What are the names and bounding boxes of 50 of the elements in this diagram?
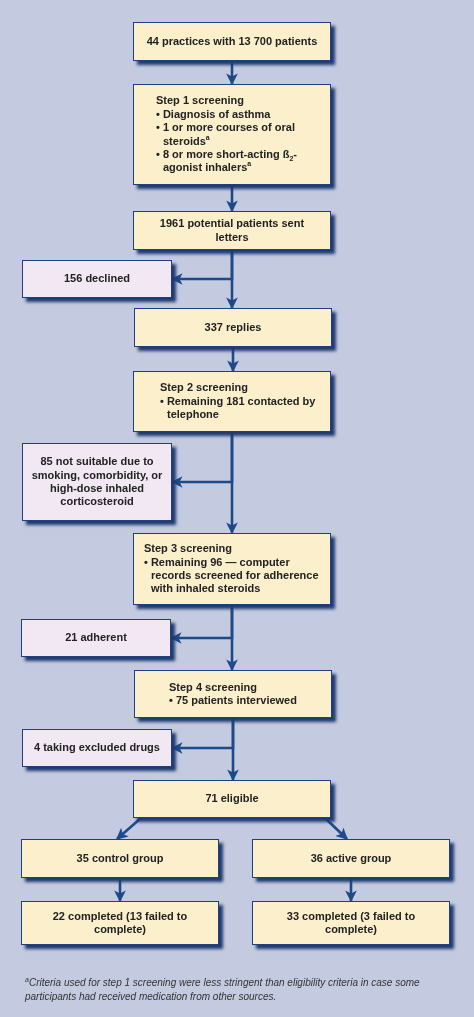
- box-text: 44 practices with 13 700 patients: [146, 34, 318, 49]
- process-box: [134, 670, 332, 718]
- process-box: [134, 308, 332, 347]
- arrow: [227, 718, 239, 782]
- arrow: [226, 250, 238, 310]
- step-heading: Step 3 screening: [144, 542, 234, 556]
- bullet-item: • Diagnosis of asthma: [156, 107, 272, 122]
- step-heading: Step 2 screening: [160, 381, 250, 395]
- box-text: 85 not suitable due to smoking, comorbidity, or high-dose inhaled corticosteroid: [31, 455, 163, 509]
- box-text: 35 control group: [76, 851, 164, 866]
- arrow: [226, 605, 238, 672]
- arrow: [226, 61, 238, 86]
- box-text: 4 taking excluded drugs: [34, 741, 160, 755]
- box-text: 71 eligible: [205, 792, 259, 806]
- process-box: [133, 780, 331, 818]
- footnote: $^{a}$Criteria used for step 1 screening were less stringent than eligibility criteria in case some participants had received medication from other sources.: [25, 976, 421, 1004]
- bullet-item: • 8 or more short-acting ß$_{2}$-agonist inhalers$^{a}$: [156, 147, 298, 175]
- arrow: [226, 185, 238, 213]
- process-box: [133, 371, 331, 432]
- arrow: [345, 878, 357, 903]
- box-text: 21 adherent: [65, 631, 127, 645]
- process-box: [252, 901, 450, 945]
- exclusion-box: [22, 729, 172, 767]
- bullet-item: • 1 or more courses of oral steroids$^{a}$: [156, 121, 296, 148]
- box-text: 337 replies: [204, 320, 262, 335]
- bullet-item: • Remaining 181 contacted by telephone: [160, 394, 317, 422]
- box-text: 156 declined: [63, 272, 130, 286]
- arrow: [226, 432, 238, 535]
- exclusion-box: [22, 260, 172, 298]
- bullet-item: • Remaining 96 — computer records screened for adherence with inhaled steroids: [144, 555, 320, 596]
- process-box: [133, 211, 331, 250]
- box-text: 33 completed (3 failed to complete): [285, 909, 417, 937]
- bullet-item: • 75 patients interviewed: [169, 694, 298, 708]
- exclusion-box: [22, 443, 172, 521]
- box-text: 22 completed (13 failed to complete): [51, 909, 189, 937]
- step-heading: Step 4 screening: [169, 680, 259, 694]
- process-box: [21, 901, 219, 945]
- process-box: [133, 84, 331, 185]
- step-heading: Step 1 screening: [156, 94, 246, 108]
- process-box: [252, 839, 450, 878]
- box-text: 36 active group: [310, 851, 392, 866]
- process-box: [133, 22, 331, 61]
- arrow: [227, 347, 239, 373]
- box-text: 1961 potential patients sent letters: [158, 217, 306, 244]
- process-box: [21, 839, 219, 878]
- arrow: [114, 878, 126, 903]
- arrow: [324, 817, 348, 840]
- process-box: [133, 533, 331, 605]
- arrow: [116, 817, 142, 840]
- exclusion-box: [21, 619, 171, 657]
